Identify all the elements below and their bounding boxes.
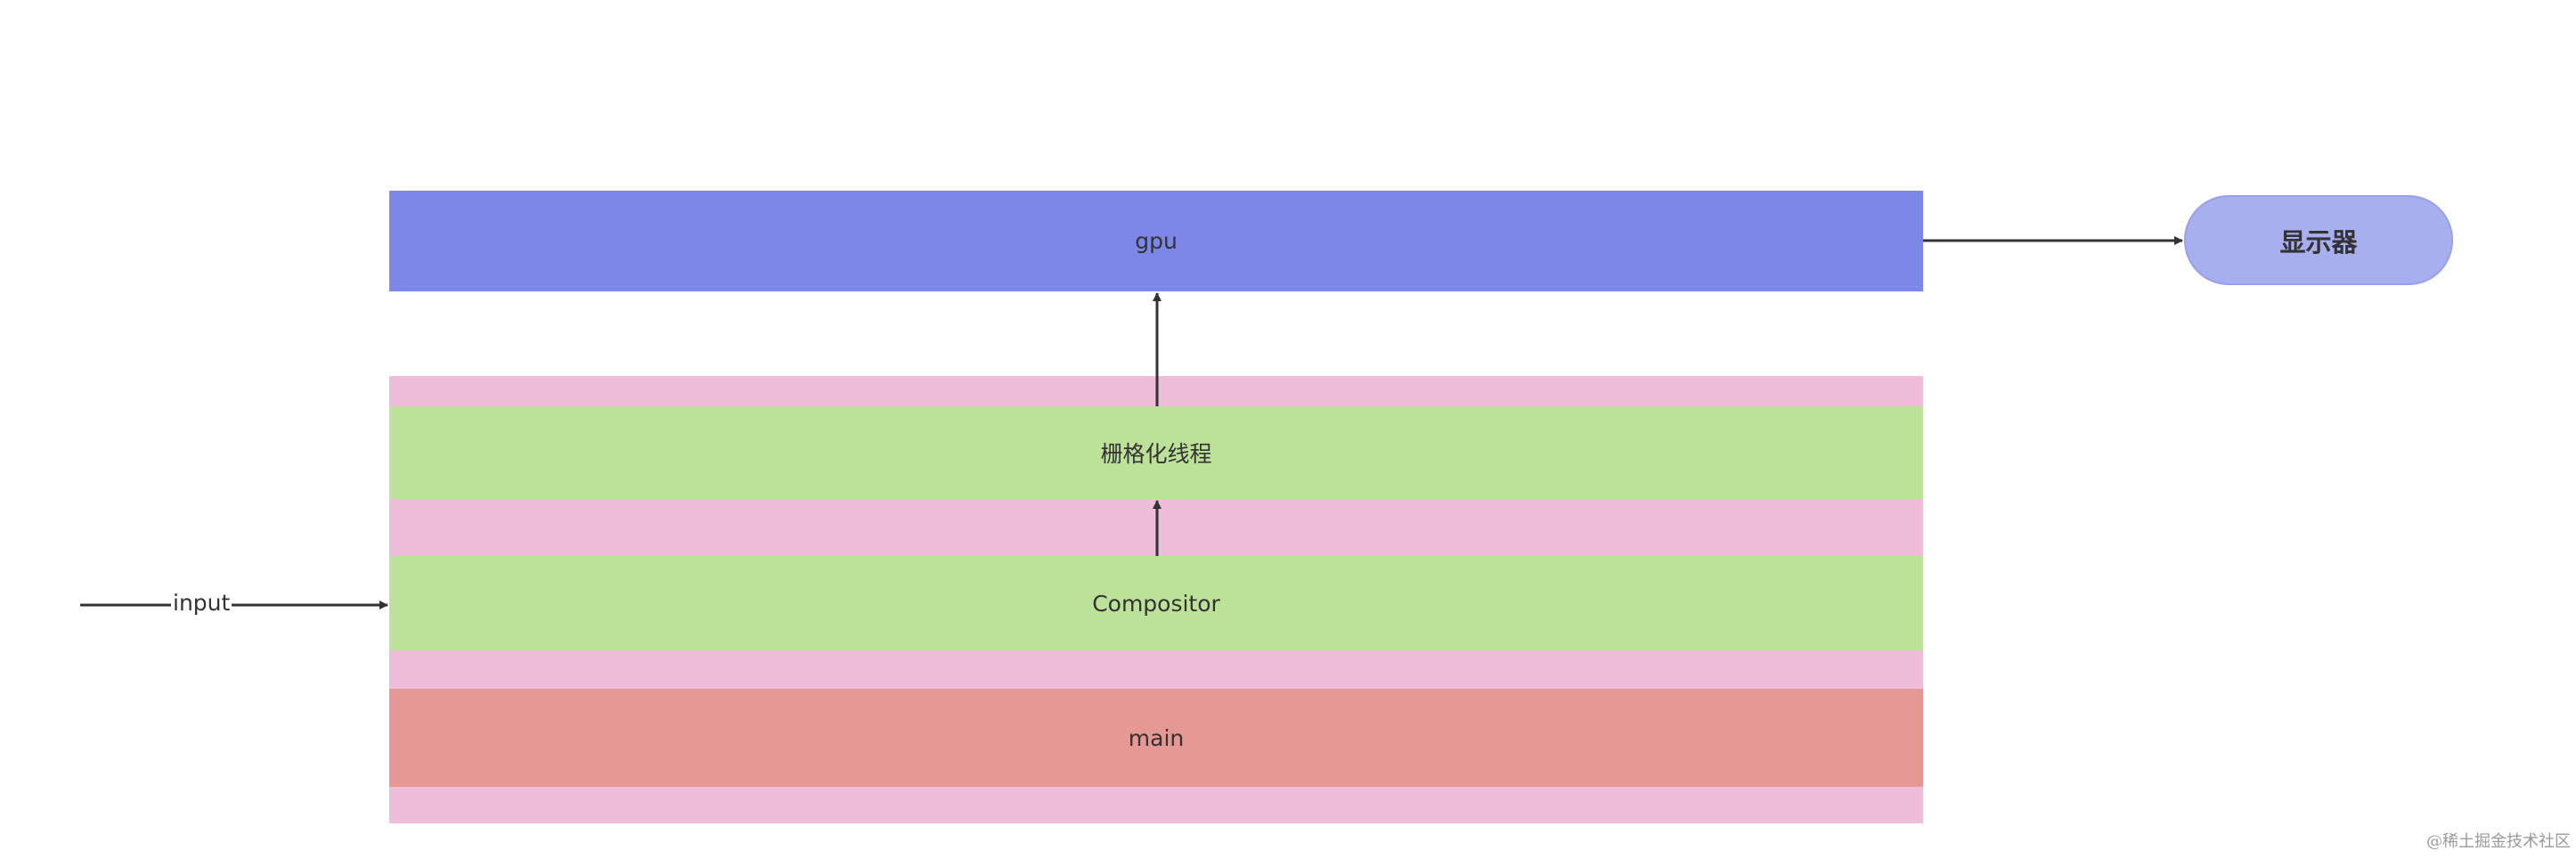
gpu-label: gpu: [1135, 228, 1178, 254]
gpu-block: gpu: [389, 191, 1923, 291]
main-label: main: [1128, 724, 1185, 751]
compositor-block: Compositor: [389, 556, 1923, 650]
input-edge-label: input: [171, 590, 232, 616]
raster-thread-label: 栅格化线程: [1100, 441, 1212, 467]
watermark: @稀土掘金技术社区: [2426, 832, 2571, 851]
display-label: 显示器: [2279, 226, 2358, 258]
compositor-label: Compositor: [1092, 590, 1220, 617]
raster-thread-block: 栅格化线程: [389, 406, 1923, 499]
main-thread-block: main: [389, 689, 1923, 787]
display-node: 显示器: [2184, 195, 2453, 285]
